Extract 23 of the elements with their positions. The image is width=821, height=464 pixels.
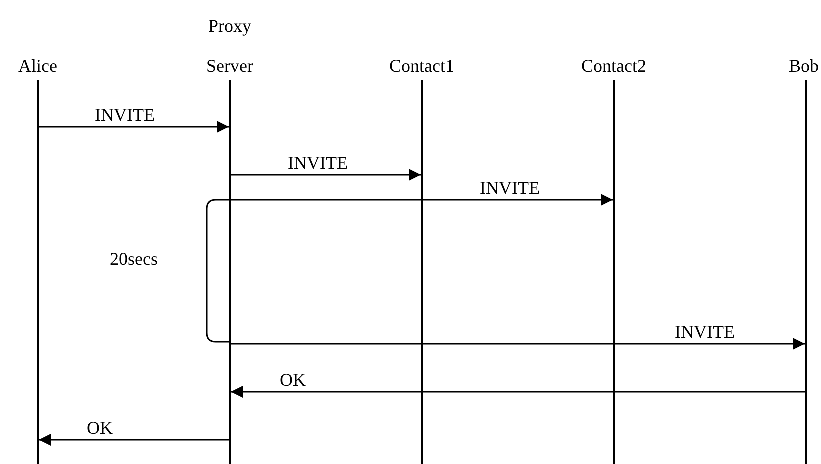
- message-arrow: [231, 194, 613, 206]
- timeout-label: 20secs: [110, 250, 158, 268]
- message-label: OK: [278, 371, 308, 389]
- lifeline: [229, 80, 231, 464]
- lifeline: [613, 80, 615, 464]
- message-label: INVITE: [286, 154, 350, 172]
- message-label: INVITE: [93, 106, 157, 124]
- lifeline: [37, 80, 39, 464]
- participant-name: Alice: [18, 55, 58, 78]
- message-arrow: [231, 169, 421, 181]
- message-arrow: [231, 338, 805, 350]
- message-label: OK: [85, 419, 115, 437]
- participant-name: Bob: [788, 55, 820, 78]
- participant-name: Proxy Server: [206, 15, 254, 78]
- message-label: INVITE: [478, 179, 542, 197]
- lifeline: [421, 80, 423, 464]
- message-arrow: [39, 434, 229, 446]
- lifeline: [805, 80, 807, 464]
- message-arrow: [231, 386, 805, 398]
- participant-name: Contact1: [388, 55, 456, 78]
- message-label: INVITE: [673, 323, 737, 341]
- participant-name: Contact2: [580, 55, 648, 78]
- message-arrow: [39, 121, 229, 133]
